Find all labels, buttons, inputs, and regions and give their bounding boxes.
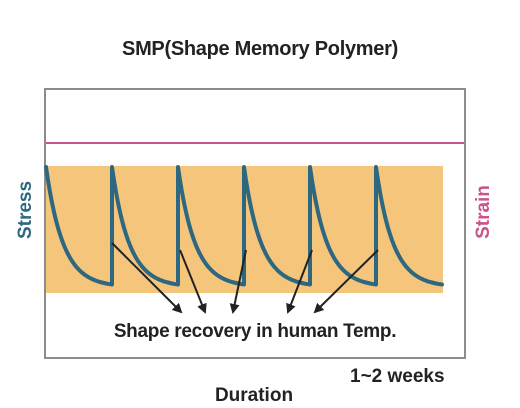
duration-axis-label: Duration: [214, 385, 294, 406]
stress-curve: [44, 165, 444, 287]
strain-axis-label: Strain: [473, 185, 494, 239]
recovery-arrow: [229, 249, 247, 314]
recovery-arrow: [179, 249, 207, 314]
recovery-arrows: [111, 242, 379, 314]
duration-note: 1~2 weeks: [350, 366, 445, 387]
diagram-title: SMP(Shape Memory Polymer): [122, 38, 398, 60]
recovery-arrow: [313, 249, 379, 314]
recovery-arrow: [286, 249, 313, 314]
recovery-annotation: Shape recovery in human Temp.: [113, 321, 397, 342]
stress-axis-label: Stress: [15, 180, 36, 240]
recovery-arrow: [111, 242, 183, 314]
